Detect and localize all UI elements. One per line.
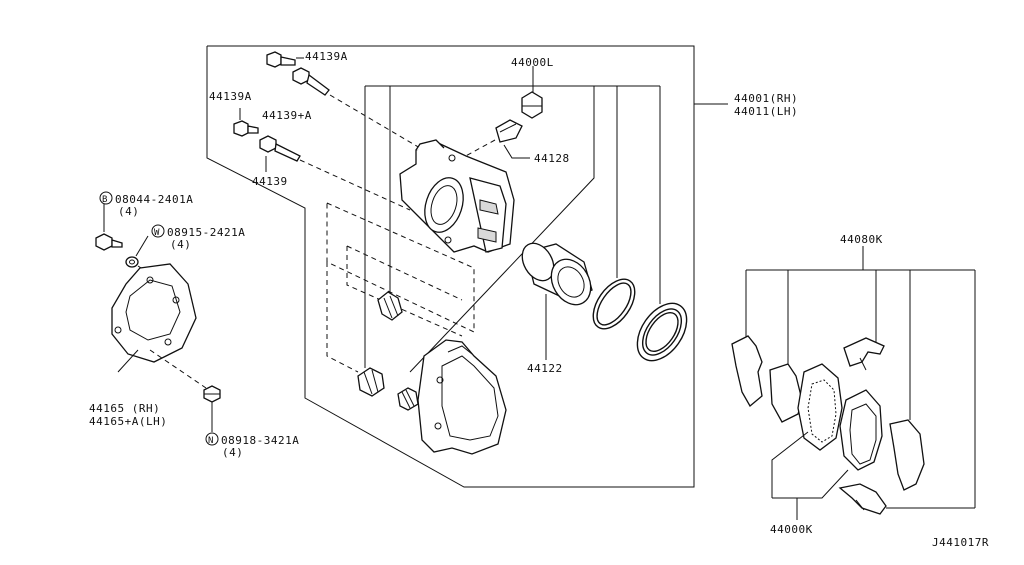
bleeder-cap: [521, 91, 543, 119]
label-pad-kit-top: 44080K: [840, 233, 883, 246]
label-pin-plus: 44139+A: [262, 109, 312, 122]
bolt-44139a-left: [233, 120, 259, 137]
boot-dash-line: [346, 245, 463, 301]
leader-44000k-left: [771, 431, 809, 498]
label-bolt-top: 44139A: [305, 50, 348, 63]
washer-w: [125, 256, 139, 268]
pad-clip-upper: [843, 337, 885, 371]
label-washer-w: 08915-2421A: [167, 226, 245, 239]
label-washer-w-qty: (4): [170, 238, 191, 251]
leader-44000k-right: [772, 469, 849, 499]
label-plate-lh: 44165+A(LH): [89, 415, 167, 428]
label-caliper-rh: 44001(RH): [734, 92, 798, 105]
brake-pad-outer: [797, 363, 843, 451]
caliper-assembly-boundary: [206, 45, 695, 488]
spring-bushing: [397, 387, 419, 411]
marker-n-circle: [205, 432, 219, 446]
shim-outer: [731, 335, 763, 407]
boot-dash-outline: [326, 202, 475, 333]
pad-kit-bracket: [745, 246, 976, 509]
dust-boot-ring: [636, 302, 688, 362]
label-bolt-b-qty: (4): [118, 205, 139, 218]
label-nut-n-qty: (4): [222, 446, 243, 459]
marker-b: B: [102, 195, 108, 205]
backing-plate: [111, 263, 197, 363]
pad-shim-right: [889, 419, 925, 491]
piston: [521, 242, 593, 306]
seal-kit-bracket: [364, 66, 661, 373]
label-seal-kit: 44000L: [511, 56, 554, 69]
pin-44139-plus-a: [292, 67, 330, 96]
bleeder-screw: [495, 119, 523, 143]
marker-w: W: [154, 228, 160, 238]
marker-n: N: [208, 436, 214, 446]
label-bleeder: 44128: [534, 152, 570, 165]
pin-boot-lower: [357, 367, 385, 397]
caliper-bracket: [417, 339, 507, 455]
label-bolt-left: 44139A: [209, 90, 252, 103]
label-caliper-lh: 44011(LH): [734, 105, 798, 118]
marker-w-circle: [151, 224, 165, 238]
caliper-body: [399, 139, 515, 253]
label-nut-n: 08918-3421A: [221, 434, 299, 447]
label-pad-kit-bottom: 44000K: [770, 523, 813, 536]
label-bolt-b: 08044-2401A: [115, 193, 193, 206]
bolt-44139a-top: [266, 51, 296, 68]
marker-b-circle: [99, 191, 113, 205]
shim-inner: [769, 363, 803, 423]
pin-boot-upper: [377, 291, 403, 321]
nut-n: [203, 385, 221, 403]
pad-clip-lower: [838, 483, 887, 515]
brake-pad-inner: [839, 389, 883, 471]
label-plate-rh: 44165 (RH): [89, 402, 160, 415]
boot-dash-line-3: [326, 262, 359, 373]
label-pin: 44139: [252, 175, 288, 188]
boot-dash-line-2: [346, 246, 463, 337]
pin-44139: [259, 135, 301, 162]
label-diagram-code: J441017R: [932, 536, 989, 549]
piston-seal: [592, 278, 636, 330]
label-piston: 44122: [527, 362, 563, 375]
bolt-b: [95, 233, 123, 251]
